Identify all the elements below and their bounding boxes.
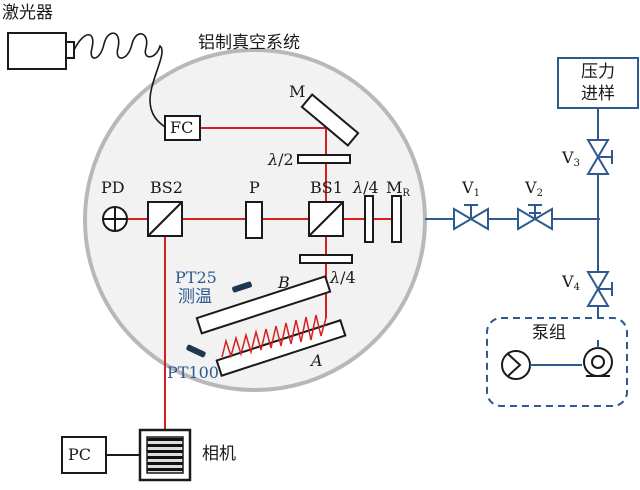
mirror-m: [300, 93, 360, 147]
half-wave-plate: [297, 154, 351, 164]
quarter-wave-plate-vertical: [299, 254, 353, 264]
pt100-sensor: [186, 344, 206, 358]
beam-splitter-bs1: [308, 201, 344, 237]
bs2-label: BS2: [150, 178, 183, 197]
chamber-label: 铝制真空系统: [198, 33, 300, 53]
pressure-inlet-line1: 压力: [581, 62, 615, 82]
laser-body: [7, 32, 67, 70]
valve-v3: [586, 139, 613, 175]
valve-v2: [517, 204, 553, 231]
v4-label: V4: [562, 272, 580, 293]
quarter-wave-top-label: λ/4: [353, 178, 379, 197]
half-wave-label: λ/2: [268, 150, 294, 169]
multipass-beam: [221, 314, 327, 359]
gas-line: [425, 108, 600, 340]
camera-label: 相机: [202, 444, 236, 464]
pressure-inlet-line2: 进样: [581, 84, 615, 104]
v2-label: V2: [525, 178, 543, 199]
mirror-a-label: A: [311, 351, 323, 370]
v3-label: V3: [562, 148, 580, 169]
valve-v4: [586, 271, 613, 307]
roughing-pump: [501, 350, 531, 380]
polarizer-label: P: [249, 178, 260, 197]
laser-label: 激光器: [2, 3, 53, 23]
beam-splitter-bs2: [147, 201, 183, 237]
temp-measure-label: 测温: [178, 287, 212, 307]
valve-v1: [453, 204, 489, 231]
mirror-a: [215, 319, 347, 377]
pd-label: PD: [101, 178, 125, 197]
pc-box: [61, 436, 107, 474]
pt100-label: PT100: [167, 363, 219, 382]
fiber-coupler: [164, 115, 201, 141]
camera-fringe-image: [146, 436, 184, 474]
mirror-b-label: B: [278, 273, 290, 292]
mr-label: MR: [386, 178, 410, 199]
mirror-m-label: M: [289, 82, 306, 101]
v1-label: V1: [462, 178, 480, 199]
mirror-b: [195, 275, 332, 335]
quarter-wave-plate-horizontal: [364, 195, 374, 243]
quarter-wave-bottom-label: λ/4: [330, 268, 356, 287]
polarizer: [245, 201, 263, 239]
pt25-label: PT25: [175, 268, 217, 287]
pump-group-box: [486, 317, 628, 407]
photodiode: [102, 206, 128, 232]
turbo-pump: [583, 347, 613, 377]
laser-connector: [65, 41, 75, 59]
pc-label: PC: [68, 445, 92, 464]
pump-group-label: 泵组: [532, 323, 566, 343]
pressure-inlet-box: [557, 57, 639, 109]
optical-fiber: [73, 32, 166, 128]
reference-mirror-mr: [391, 195, 402, 243]
fc-label: FC: [170, 118, 194, 137]
bs1-label: BS1: [310, 178, 343, 197]
pt25-sensor: [232, 281, 252, 293]
